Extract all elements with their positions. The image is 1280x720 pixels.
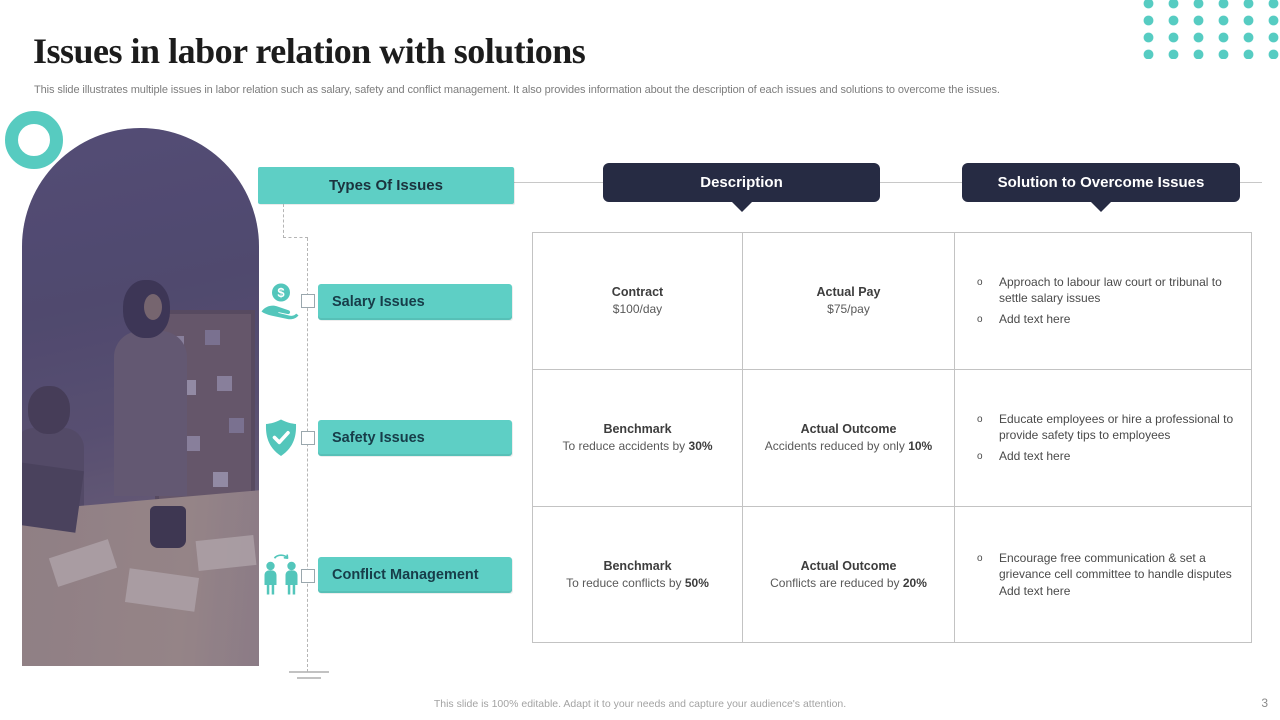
- cell-safety-solution[interactable]: o Educate employees or hire a profession…: [955, 370, 1251, 507]
- solution-item: o Add text here: [977, 311, 1237, 329]
- cell-value-bold: 30%: [688, 439, 713, 453]
- timeline-node: [301, 569, 315, 583]
- pointer-triangle: [1090, 201, 1112, 212]
- cell-conflict-description[interactable]: Benchmark To reduce conflicts by 50%: [533, 507, 743, 642]
- cell-value: $75/pay: [827, 302, 870, 316]
- footer-note: This slide is 100% editable. Adapt it to…: [433, 698, 847, 710]
- photo-coffee-cup: [150, 506, 186, 548]
- ring-decoration: [5, 111, 63, 169]
- photo-purple-overlay: [22, 128, 259, 666]
- header-solution-label: Solution to Overcome Issues: [997, 174, 1205, 191]
- photo-sticky-note: [229, 418, 244, 433]
- bullet-marker: [977, 583, 999, 600]
- issue-label-safety[interactable]: Safety Issues: [318, 420, 512, 456]
- solution-text: Approach to labour law court or tribunal…: [999, 274, 1222, 306]
- cell-title: Benchmark: [603, 558, 672, 573]
- cell-value: To reduce conflicts by: [566, 575, 685, 590]
- cell-value: Accidents reduced by only: [764, 439, 909, 453]
- header-description-label: Description: [700, 174, 783, 191]
- solution-item: Add text here: [977, 583, 1237, 600]
- photo-sticky-note: [213, 472, 228, 487]
- header-types-of-issues[interactable]: Types Of Issues: [258, 167, 514, 204]
- cell-salary-solution[interactable]: o Approach to labour law court or tribun…: [955, 233, 1251, 370]
- cell-safety-outcome[interactable]: Actual Outcome Accidents reduced by only…: [743, 370, 955, 507]
- bullet-marker: o: [977, 552, 983, 564]
- photo-sticky-note: [205, 330, 220, 345]
- dots-pattern-decoration: [1136, 0, 1280, 59]
- shield-check-icon: [261, 417, 301, 464]
- bullet-marker: o: [977, 450, 983, 462]
- solution-item: o Encourage free communication & set a g…: [977, 550, 1237, 583]
- solution-item: o Educate employees or hire a profession…: [977, 411, 1237, 444]
- cell-title: Actual Outcome: [800, 422, 897, 436]
- cell-title: Contract: [611, 285, 664, 299]
- timeline-dashed-step: [283, 204, 308, 238]
- solution-text: Educate employees or hire a professional…: [999, 411, 1234, 443]
- cell-title: Actual Outcome: [800, 558, 897, 573]
- photo-standing-person: [114, 331, 187, 496]
- photo-standing-person-face: [144, 294, 162, 320]
- solution-text: Encourage free communication & set a gri…: [999, 550, 1232, 582]
- cell-value-bold: 10%: [908, 439, 933, 453]
- dollar-glyph: $: [277, 285, 285, 300]
- solution-text[interactable]: Add text here: [999, 448, 1071, 463]
- issue-label-salary[interactable]: Salary Issues: [318, 284, 512, 320]
- bullet-marker: o: [977, 313, 983, 325]
- solution-item: o Add text here: [977, 448, 1237, 466]
- photo-sticky-note: [217, 376, 232, 391]
- header-connector-line: [514, 182, 1262, 183]
- issue-label-conflict[interactable]: Conflict Management: [318, 557, 512, 593]
- conflict-people-icon: [261, 551, 301, 603]
- issues-table: Contract $100/day Actual Pay $75/pay o A…: [532, 232, 1252, 643]
- solution-text[interactable]: Add text here: [999, 311, 1071, 326]
- header-description[interactable]: Description: [603, 163, 880, 212]
- solution-item: o Approach to labour law court or tribun…: [977, 274, 1237, 307]
- cell-safety-description[interactable]: Benchmark To reduce accidents by 30%: [533, 370, 743, 507]
- timeline-end-mark: [289, 671, 329, 673]
- header-solution[interactable]: Solution to Overcome Issues: [962, 163, 1240, 212]
- photo-sticky-note: [185, 436, 200, 451]
- cell-value: Conflicts are reduced by: [770, 575, 903, 590]
- bullet-marker: o: [977, 413, 983, 425]
- cell-title: Benchmark: [603, 422, 672, 436]
- cell-title: Actual Pay: [816, 285, 881, 299]
- cell-conflict-solution[interactable]: o Encourage free communication & set a g…: [955, 507, 1251, 642]
- photo-sitting-person-head: [28, 386, 70, 434]
- cell-salary-description[interactable]: Contract $100/day: [533, 233, 743, 370]
- timeline-end-mark: [297, 677, 321, 679]
- meeting-photo: [22, 128, 259, 666]
- cell-salary-outcome[interactable]: Actual Pay $75/pay: [743, 233, 955, 370]
- timeline-node: [301, 431, 315, 445]
- cell-value-bold: 50%: [684, 575, 709, 590]
- cell-conflict-outcome[interactable]: Actual Outcome Conflicts are reduced by …: [743, 507, 955, 642]
- coin-hand-icon: $: [259, 281, 301, 328]
- bullet-marker: o: [977, 276, 983, 288]
- slide-subtitle[interactable]: This slide illustrates multiple issues i…: [34, 84, 1000, 96]
- cell-value-bold: 20%: [902, 575, 927, 590]
- page-title[interactable]: Issues in labor relation with solutions: [33, 31, 586, 71]
- pointer-triangle: [730, 201, 753, 212]
- timeline-node: [301, 294, 315, 308]
- timeline-dashed-line: [307, 238, 308, 672]
- cell-value: To reduce accidents by: [562, 439, 689, 453]
- page-number: 3: [1261, 696, 1268, 710]
- cell-value: $100/day: [612, 302, 663, 316]
- solution-text[interactable]: Add text here: [999, 583, 1071, 598]
